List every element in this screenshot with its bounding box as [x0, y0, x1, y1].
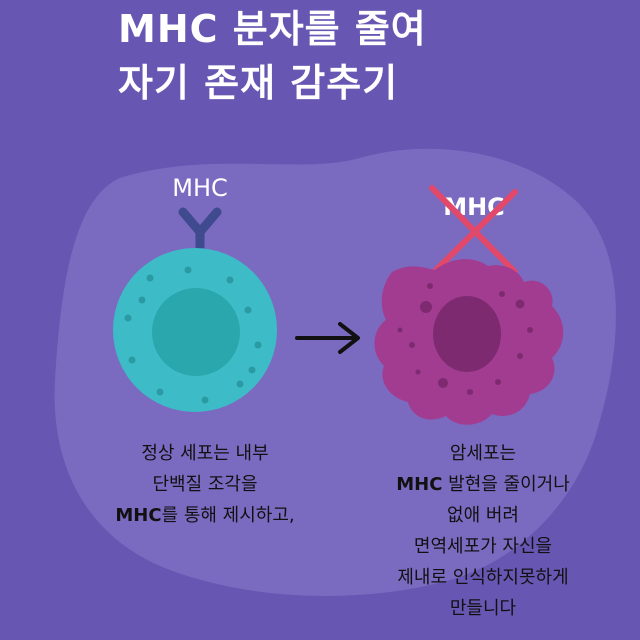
left-caption-line-2: 단백질 조각을: [152, 474, 258, 495]
title-line-1: MHC 분자를 줄여: [118, 7, 427, 51]
right-caption-mhc-term: MHC: [396, 474, 443, 495]
normal-cell-nucleus: [152, 288, 240, 376]
right-caption-line-6: 만들니다: [449, 598, 517, 619]
page-title: MHC 분자를 줄여 자기 존재 감추기: [118, 2, 427, 110]
normal-cell: MHC: [113, 174, 277, 412]
left-caption-mhc-term: MHC: [115, 505, 162, 526]
right-caption-line-4: 면역세포가 자신을: [413, 536, 553, 557]
normal-cell-mhc-label: MHC: [172, 174, 228, 202]
right-caption-line-3: 없애 버려: [447, 505, 519, 526]
left-caption-line-1: 정상 세포는 내부: [141, 443, 269, 464]
normal-cell-caption: 정상 세포는 내부 단백질 조각을 MHC를 통해 제시하고,: [40, 438, 370, 531]
title-line-2: 자기 존재 감추기: [118, 61, 399, 105]
right-caption-line-5: 제내로 인식하지못하게: [397, 567, 569, 588]
cancer-cell: MHC: [374, 185, 564, 425]
cross-icon: [429, 185, 518, 275]
right-caption-line-2: MHC 발현을 줄이거나: [318, 469, 640, 500]
left-caption-line-3: MHC를 통해 제시하고,: [40, 500, 370, 531]
left-caption-line-3-rest: 를 통해 제시하고,: [161, 505, 295, 526]
cancer-cell-nucleus: [433, 296, 501, 372]
right-caption-line-2-rest: 발현을 줄이거나: [442, 474, 570, 495]
cancer-cell-caption: 암세포는 MHC 발현을 줄이거나 없애 버려 면역세포가 자신을 제내로 인식…: [318, 438, 640, 624]
right-arrow-icon: [295, 322, 360, 354]
right-caption-line-1: 암세포는: [449, 443, 517, 464]
normal-cell-granules: [124, 266, 262, 404]
cancer-cell-granules: [397, 283, 533, 395]
